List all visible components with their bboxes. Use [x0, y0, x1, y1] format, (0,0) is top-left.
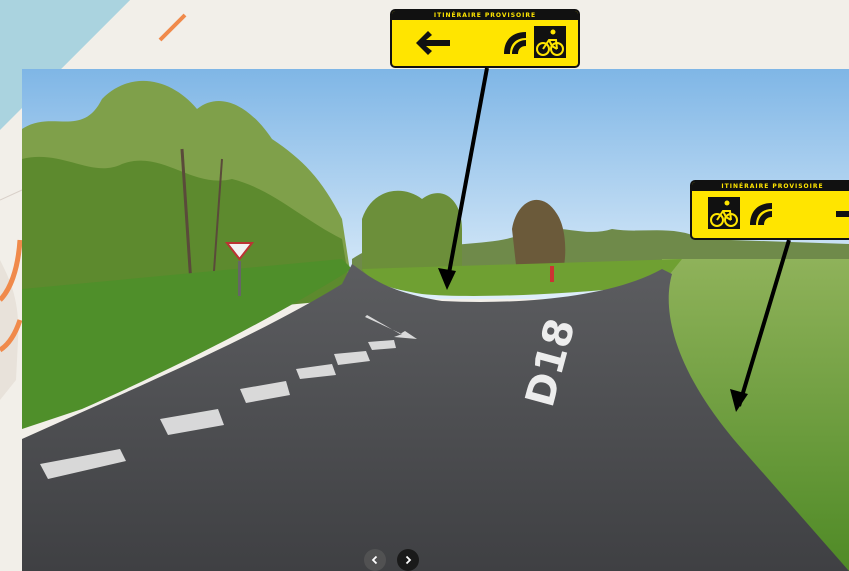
- gallery-prev-button[interactable]: [364, 549, 386, 571]
- chevron-right-icon: [405, 555, 412, 565]
- detour-sign-right: ITINÉRAIRE PROVISOIRE: [690, 180, 849, 240]
- street-scene: D18: [22, 69, 849, 571]
- arrow-right-icon: [836, 211, 849, 217]
- cyclist-icon: [534, 26, 566, 58]
- gallery-next-button[interactable]: [397, 549, 419, 571]
- street-view-photo: D18: [22, 69, 849, 571]
- velo-route-logo-icon: [498, 26, 530, 58]
- sign-panel: ITINÉRAIRE PROVISOIRE: [692, 182, 849, 238]
- sign-title: ITINÉRAIRE PROVISOIRE: [392, 11, 578, 20]
- detour-sign-left: ITINÉRAIRE PROVISOIRE: [390, 9, 580, 68]
- sign-panel: ITINÉRAIRE PROVISOIRE: [392, 11, 578, 66]
- sign-body: [692, 191, 849, 238]
- sign-body: [392, 20, 578, 66]
- arrow-left-icon: [416, 31, 450, 55]
- sign-title: ITINÉRAIRE PROVISOIRE: [692, 182, 849, 191]
- velo-route-logo-icon: [744, 197, 776, 229]
- cyclist-icon: [708, 197, 740, 229]
- chevron-left-icon: [371, 555, 378, 565]
